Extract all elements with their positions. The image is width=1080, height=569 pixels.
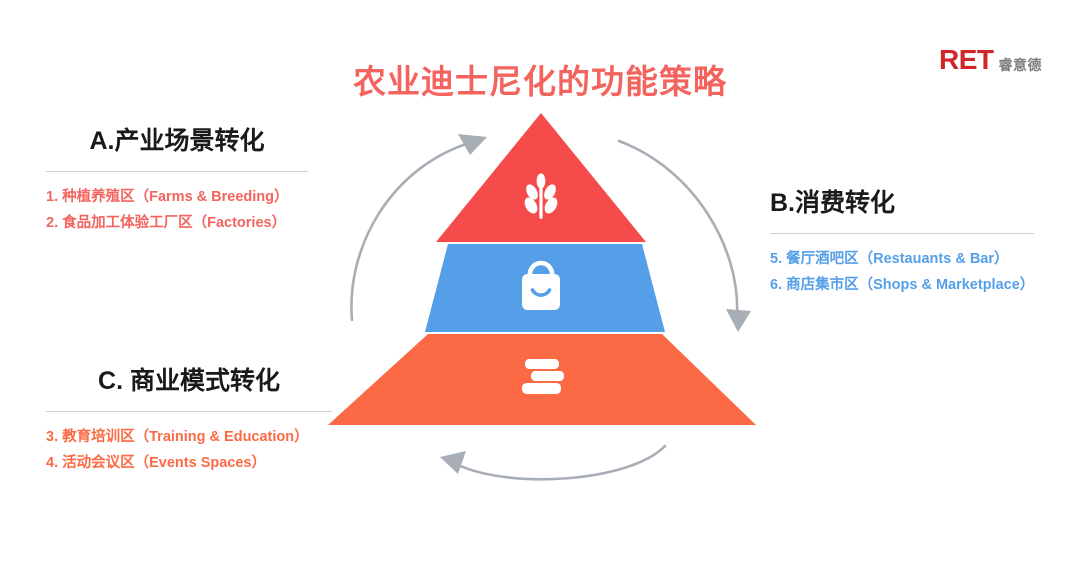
section-c-business-model: C. 商业模式转化 3. 教育培训区（Training & Education）… xyxy=(46,366,332,473)
list-item: 1. 种植养殖区（Farms & Breeding） xyxy=(46,189,289,206)
section-a-heading: A.产业场景转化 xyxy=(89,127,265,155)
section-b-divider xyxy=(770,233,1034,235)
shopping-bag-icon xyxy=(522,260,560,310)
list-item: 2. 食品加工体验工厂区（Factories） xyxy=(46,215,287,232)
ret-logo: RET 睿意德 xyxy=(939,46,1042,74)
list-item: 3. 教育培训区（Training & Education） xyxy=(46,429,309,446)
section-b-list: 5. 餐厅酒吧区（Restauants & Bar） 6. 商店集市区（Shop… xyxy=(770,250,1034,295)
section-c-list: 3. 教育培训区（Training & Education） 4. 活动会议区（… xyxy=(46,428,332,473)
logo-chinese-name: 睿意德 xyxy=(998,57,1042,73)
list-item: 5. 餐厅酒吧区（Restauants & Bar） xyxy=(770,251,1009,268)
section-b-consumption: B.消费转化 5. 餐厅酒吧区（Restauants & Bar） 6. 商店集… xyxy=(770,188,1034,295)
section-b-heading: B.消费转化 xyxy=(770,189,896,217)
section-a-industry-scenario: A.产业场景转化 1. 种植养殖区（Farms & Breeding） 2. 食… xyxy=(46,126,308,233)
list-item: 6. 商店集市区（Shops & Marketplace） xyxy=(770,277,1035,294)
pyramid-diagram xyxy=(320,100,770,440)
section-c-divider xyxy=(46,411,332,413)
section-c-heading: C. 商业模式转化 xyxy=(98,367,280,395)
logo-wordmark: RET xyxy=(939,44,994,75)
arrow-bottom-leftward xyxy=(440,444,667,481)
section-a-divider xyxy=(46,171,308,173)
stacked-books-icon xyxy=(522,359,564,394)
page-title: 农业迪士尼化的功能策略 xyxy=(353,63,727,100)
list-item: 4. 活动会议区（Events Spaces） xyxy=(46,455,266,472)
wheat-plant-icon xyxy=(524,173,558,219)
section-a-list: 1. 种植养殖区（Farms & Breeding） 2. 食品加工体验工厂区（… xyxy=(46,188,308,233)
